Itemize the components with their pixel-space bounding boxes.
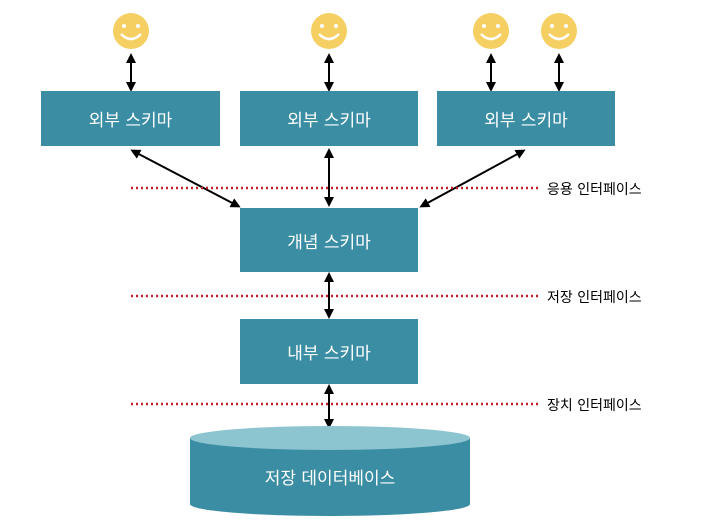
internal-schema-box: 내부 스키마 [240,319,418,384]
external-schema-box-2: 외부 스키마 [240,91,418,146]
arrow-external1-conceptual [130,149,241,208]
external-schema-label: 외부 스키마 [287,111,371,131]
arrow-external3-conceptual [419,149,526,208]
external-schema-box-1: 외부 스키마 [41,91,220,146]
database-cylinder [190,426,470,516]
external-schema-box-3: 외부 스키마 [437,91,615,146]
user-2-smiley-icon [311,13,347,49]
device-interface-label: 장치 인터페이스 [547,398,642,414]
external-schema-label: 외부 스키마 [88,111,173,131]
conceptual-schema-label: 개념 스키마 [287,232,371,253]
conceptual-schema-box: 개념 스키마 [240,208,418,272]
user-4-smiley-icon [541,13,577,49]
storage-interface-label: 저장 인터페이스 [547,290,642,306]
user-3-smiley-icon [473,13,509,49]
application-interface-label: 응용 인터페이스 [547,182,642,198]
user-1-smiley-icon [113,13,149,49]
internal-schema-label: 내부 스키마 [287,344,371,364]
database-label: 저장 데이터베이스 [264,469,396,489]
external-schema-label: 외부 스키마 [484,111,568,131]
